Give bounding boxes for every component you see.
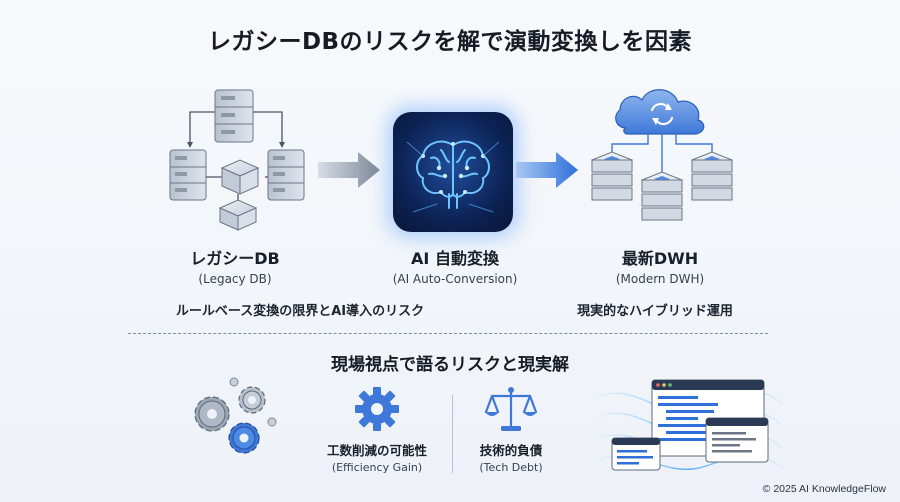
legacy-server-top bbox=[214, 89, 254, 143]
ai-label-group: AI 自動変換 (AI Auto-Conversion) bbox=[360, 245, 550, 286]
dwh-label-group: 最新DWH (Modern DWH) bbox=[580, 245, 740, 286]
dwh-stack-left bbox=[590, 151, 634, 201]
code-window-front bbox=[705, 417, 769, 463]
gear-icon bbox=[355, 387, 399, 431]
gears-icon bbox=[194, 377, 277, 454]
efficiency-label-group: 工数削減の可能性 (Efficiency Gain) bbox=[310, 440, 444, 474]
cloud-database-icon bbox=[590, 89, 734, 221]
arrow-right-icon bbox=[516, 152, 578, 188]
ai-sublabel: (AI Auto-Conversion) bbox=[392, 272, 518, 286]
dwh-stack-right bbox=[690, 151, 734, 201]
section-title: 現場視点で語るリスクと現実解 bbox=[331, 355, 569, 375]
ai-label: AI 自動変換 bbox=[411, 249, 499, 268]
code-window-small bbox=[611, 437, 661, 471]
brain-icon bbox=[406, 140, 500, 213]
copyright: © 2025 AI KnowledgeFlow bbox=[762, 483, 886, 495]
efficiency-label: 工数削減の可能性 bbox=[326, 443, 427, 458]
legacy-server-middle bbox=[220, 159, 260, 195]
arrow-right-icon bbox=[318, 152, 380, 188]
note-right: 現実的なハイブリッド運用 bbox=[577, 304, 733, 319]
scales-icon bbox=[484, 387, 538, 431]
vertical-separator bbox=[452, 395, 453, 473]
efficiency-sublabel: (Efficiency Gain) bbox=[331, 461, 423, 474]
debt-label: 技術的負債 bbox=[479, 443, 543, 458]
dwh-stack-center bbox=[640, 171, 684, 221]
debt-label-group: 技術的負債 (Tech Debt) bbox=[452, 440, 570, 474]
legacy-server-right bbox=[267, 149, 305, 201]
page-title: レガシーDBのリスクを解で演動変換しを因素 bbox=[207, 29, 693, 55]
debt-sublabel: (Tech Debt) bbox=[479, 461, 543, 474]
legacy-label: レガシーDB bbox=[190, 249, 280, 268]
legacy-sublabel: (Legacy DB) bbox=[198, 272, 272, 286]
code-window-icon bbox=[596, 379, 782, 471]
legacy-label-group: レガシーDB (Legacy DB) bbox=[150, 245, 320, 286]
note-left: ルールベース変換の限界とAI導入のリスク bbox=[175, 304, 425, 319]
legacy-server-bottom bbox=[218, 199, 258, 231]
dwh-sublabel: (Modern DWH) bbox=[615, 272, 705, 286]
dwh-label: 最新DWH bbox=[621, 249, 699, 268]
server-cluster-icon bbox=[169, 89, 305, 231]
legacy-server-left bbox=[169, 149, 207, 201]
section-divider bbox=[128, 333, 768, 334]
